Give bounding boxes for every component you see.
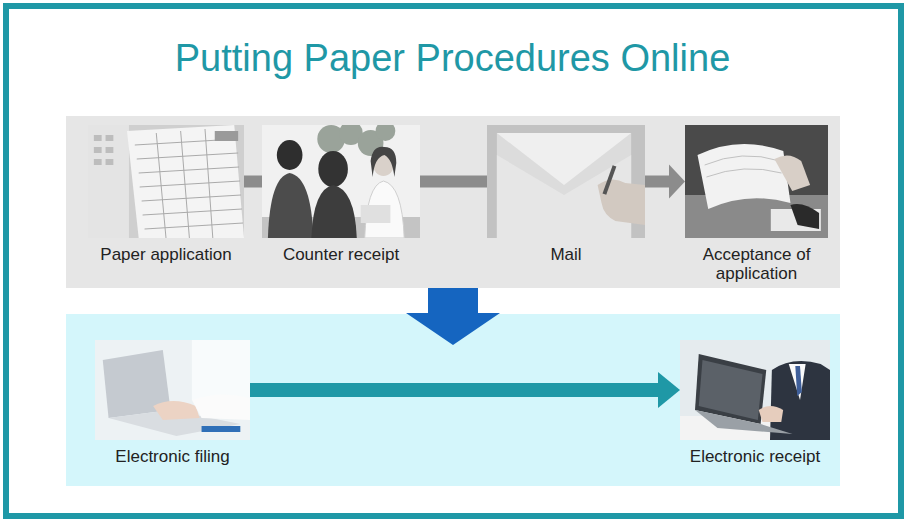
step-caption: Mail	[487, 245, 645, 264]
connector-bar	[645, 176, 670, 188]
photo-step: Acceptance of application	[685, 125, 828, 283]
connector-bar	[250, 383, 659, 397]
photo-step: Mail	[487, 125, 645, 264]
arrow-head	[669, 165, 685, 199]
photo-step: Electronic filing	[95, 340, 250, 466]
mail-photo	[487, 125, 645, 238]
acceptance-photo	[685, 125, 828, 238]
paper-form-photo	[88, 125, 244, 238]
flow-connector	[645, 165, 685, 199]
filing-photo	[95, 340, 250, 440]
flow-connector	[250, 372, 680, 408]
flow-connector	[244, 181, 262, 182]
transition-arrow	[406, 288, 500, 345]
connector-bar	[244, 176, 262, 188]
step-caption: Paper application	[88, 245, 244, 264]
step-caption: Electronic receipt	[675, 447, 835, 466]
photo-step: Paper application	[88, 125, 244, 264]
receipt-photo	[680, 340, 830, 440]
counter-photo	[262, 125, 420, 238]
step-caption: Acceptance of application	[692, 245, 822, 283]
connector-bar	[420, 176, 487, 188]
arrow-head	[658, 372, 680, 408]
flow-connector	[420, 181, 487, 182]
step-caption: Electronic filing	[93, 447, 253, 466]
photo-step: Electronic receipt	[680, 340, 830, 466]
step-caption: Counter receipt	[262, 245, 420, 264]
photo-step: Counter receipt	[262, 125, 420, 264]
diagram-title: Putting Paper Procedures Online	[40, 36, 865, 82]
